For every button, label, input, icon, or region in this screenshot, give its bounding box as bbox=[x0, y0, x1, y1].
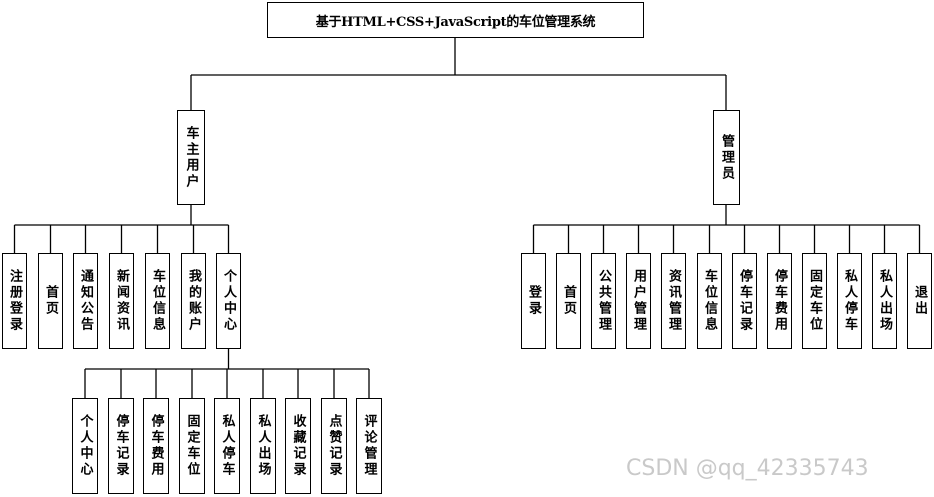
admin-item-7-label: 停车费用 bbox=[772, 269, 787, 333]
owner-item-6-box: 个人中心 bbox=[216, 253, 241, 349]
admin-item-9-box: 私人停车 bbox=[837, 253, 862, 349]
admin-item-6-label: 停车记录 bbox=[737, 269, 752, 333]
admin-item-0-label: 登录 bbox=[526, 285, 541, 317]
personal-center-item-0-label: 个人中心 bbox=[77, 414, 93, 478]
owner-item-3-label: 新闻资讯 bbox=[114, 269, 129, 333]
owner-item-5-box: 我的账户 bbox=[181, 253, 206, 349]
admin-item-4-box: 资讯管理 bbox=[661, 253, 686, 349]
csdn-watermark: CSDN @qq_42335743 bbox=[626, 456, 869, 481]
personal-center-item-7-box: 点赞记录 bbox=[321, 398, 347, 494]
personal-center-item-1-label: 停车记录 bbox=[113, 414, 129, 478]
admin-role-box: 管理员 bbox=[713, 110, 740, 205]
owner-item-4-box: 车位信息 bbox=[145, 253, 170, 349]
owner-item-2-label: 通知公告 bbox=[78, 269, 93, 333]
admin-item-5-box: 车位信息 bbox=[697, 253, 722, 349]
owner-item-4-label: 车位信息 bbox=[150, 269, 165, 333]
admin-item-8-label: 固定车位 bbox=[807, 269, 822, 333]
personal-center-item-3-box: 固定车位 bbox=[179, 398, 205, 494]
personal-center-item-3-label: 固定车位 bbox=[184, 414, 200, 478]
admin-item-9-label: 私人停车 bbox=[842, 269, 857, 333]
personal-center-item-5-label: 私人出场 bbox=[255, 414, 271, 478]
admin-item-11-label: 退出 bbox=[912, 285, 927, 317]
admin-item-1-box: 首页 bbox=[556, 253, 581, 349]
personal-center-item-2-box: 停车费用 bbox=[143, 398, 169, 494]
admin-item-8-box: 固定车位 bbox=[802, 253, 827, 349]
personal-center-item-0-box: 个人中心 bbox=[72, 398, 98, 494]
owner-item-6-label: 个人中心 bbox=[221, 269, 236, 333]
owner-role-box: 车主用户 bbox=[177, 110, 205, 205]
personal-center-item-1-box: 停车记录 bbox=[108, 398, 134, 494]
personal-center-item-7-label: 点赞记录 bbox=[326, 414, 342, 478]
personal-center-item-6-box: 收藏记录 bbox=[285, 398, 311, 494]
owner-item-2-box: 通知公告 bbox=[73, 253, 98, 349]
admin-item-3-box: 用户管理 bbox=[626, 253, 651, 349]
admin-item-2-label: 公共管理 bbox=[596, 269, 611, 333]
personal-center-item-2-label: 停车费用 bbox=[148, 414, 164, 478]
admin-item-1-label: 首页 bbox=[561, 285, 576, 317]
owner-item-5-label: 我的账户 bbox=[186, 269, 201, 333]
owner-item-3-box: 新闻资讯 bbox=[109, 253, 134, 349]
personal-center-item-4-label: 私人停车 bbox=[219, 414, 235, 478]
admin-item-10-label: 私人出场 bbox=[877, 269, 892, 333]
admin-item-5-label: 车位信息 bbox=[702, 269, 717, 333]
personal-center-item-6-label: 收藏记录 bbox=[290, 414, 306, 478]
personal-center-item-4-box: 私人停车 bbox=[214, 398, 240, 494]
owner-role-label: 车主用户 bbox=[183, 125, 199, 190]
owner-item-0-label: 注册登录 bbox=[7, 269, 22, 333]
personal-center-item-5-box: 私人出场 bbox=[250, 398, 276, 494]
admin-item-2-box: 公共管理 bbox=[591, 253, 616, 349]
admin-item-3-label: 用户管理 bbox=[631, 269, 646, 333]
personal-center-item-8-box: 评论管理 bbox=[356, 398, 382, 494]
admin-item-0-box: 登录 bbox=[521, 253, 546, 349]
admin-item-6-box: 停车记录 bbox=[732, 253, 757, 349]
owner-item-1-label: 首页 bbox=[43, 285, 58, 317]
admin-item-10-box: 私人出场 bbox=[872, 253, 897, 349]
admin-item-4-label: 资讯管理 bbox=[666, 269, 681, 333]
personal-center-item-8-label: 评论管理 bbox=[361, 414, 377, 478]
system-title-box: 基于HTML+CSS+JavaScript的车位管理系统 bbox=[267, 2, 644, 38]
admin-item-11-box: 退出 bbox=[907, 253, 932, 349]
admin-item-7-box: 停车费用 bbox=[767, 253, 792, 349]
owner-item-0-box: 注册登录 bbox=[2, 253, 27, 349]
admin-role-label: 管理员 bbox=[719, 133, 734, 182]
owner-item-1-box: 首页 bbox=[38, 253, 63, 349]
system-title: 基于HTML+CSS+JavaScript的车位管理系统 bbox=[315, 14, 596, 30]
